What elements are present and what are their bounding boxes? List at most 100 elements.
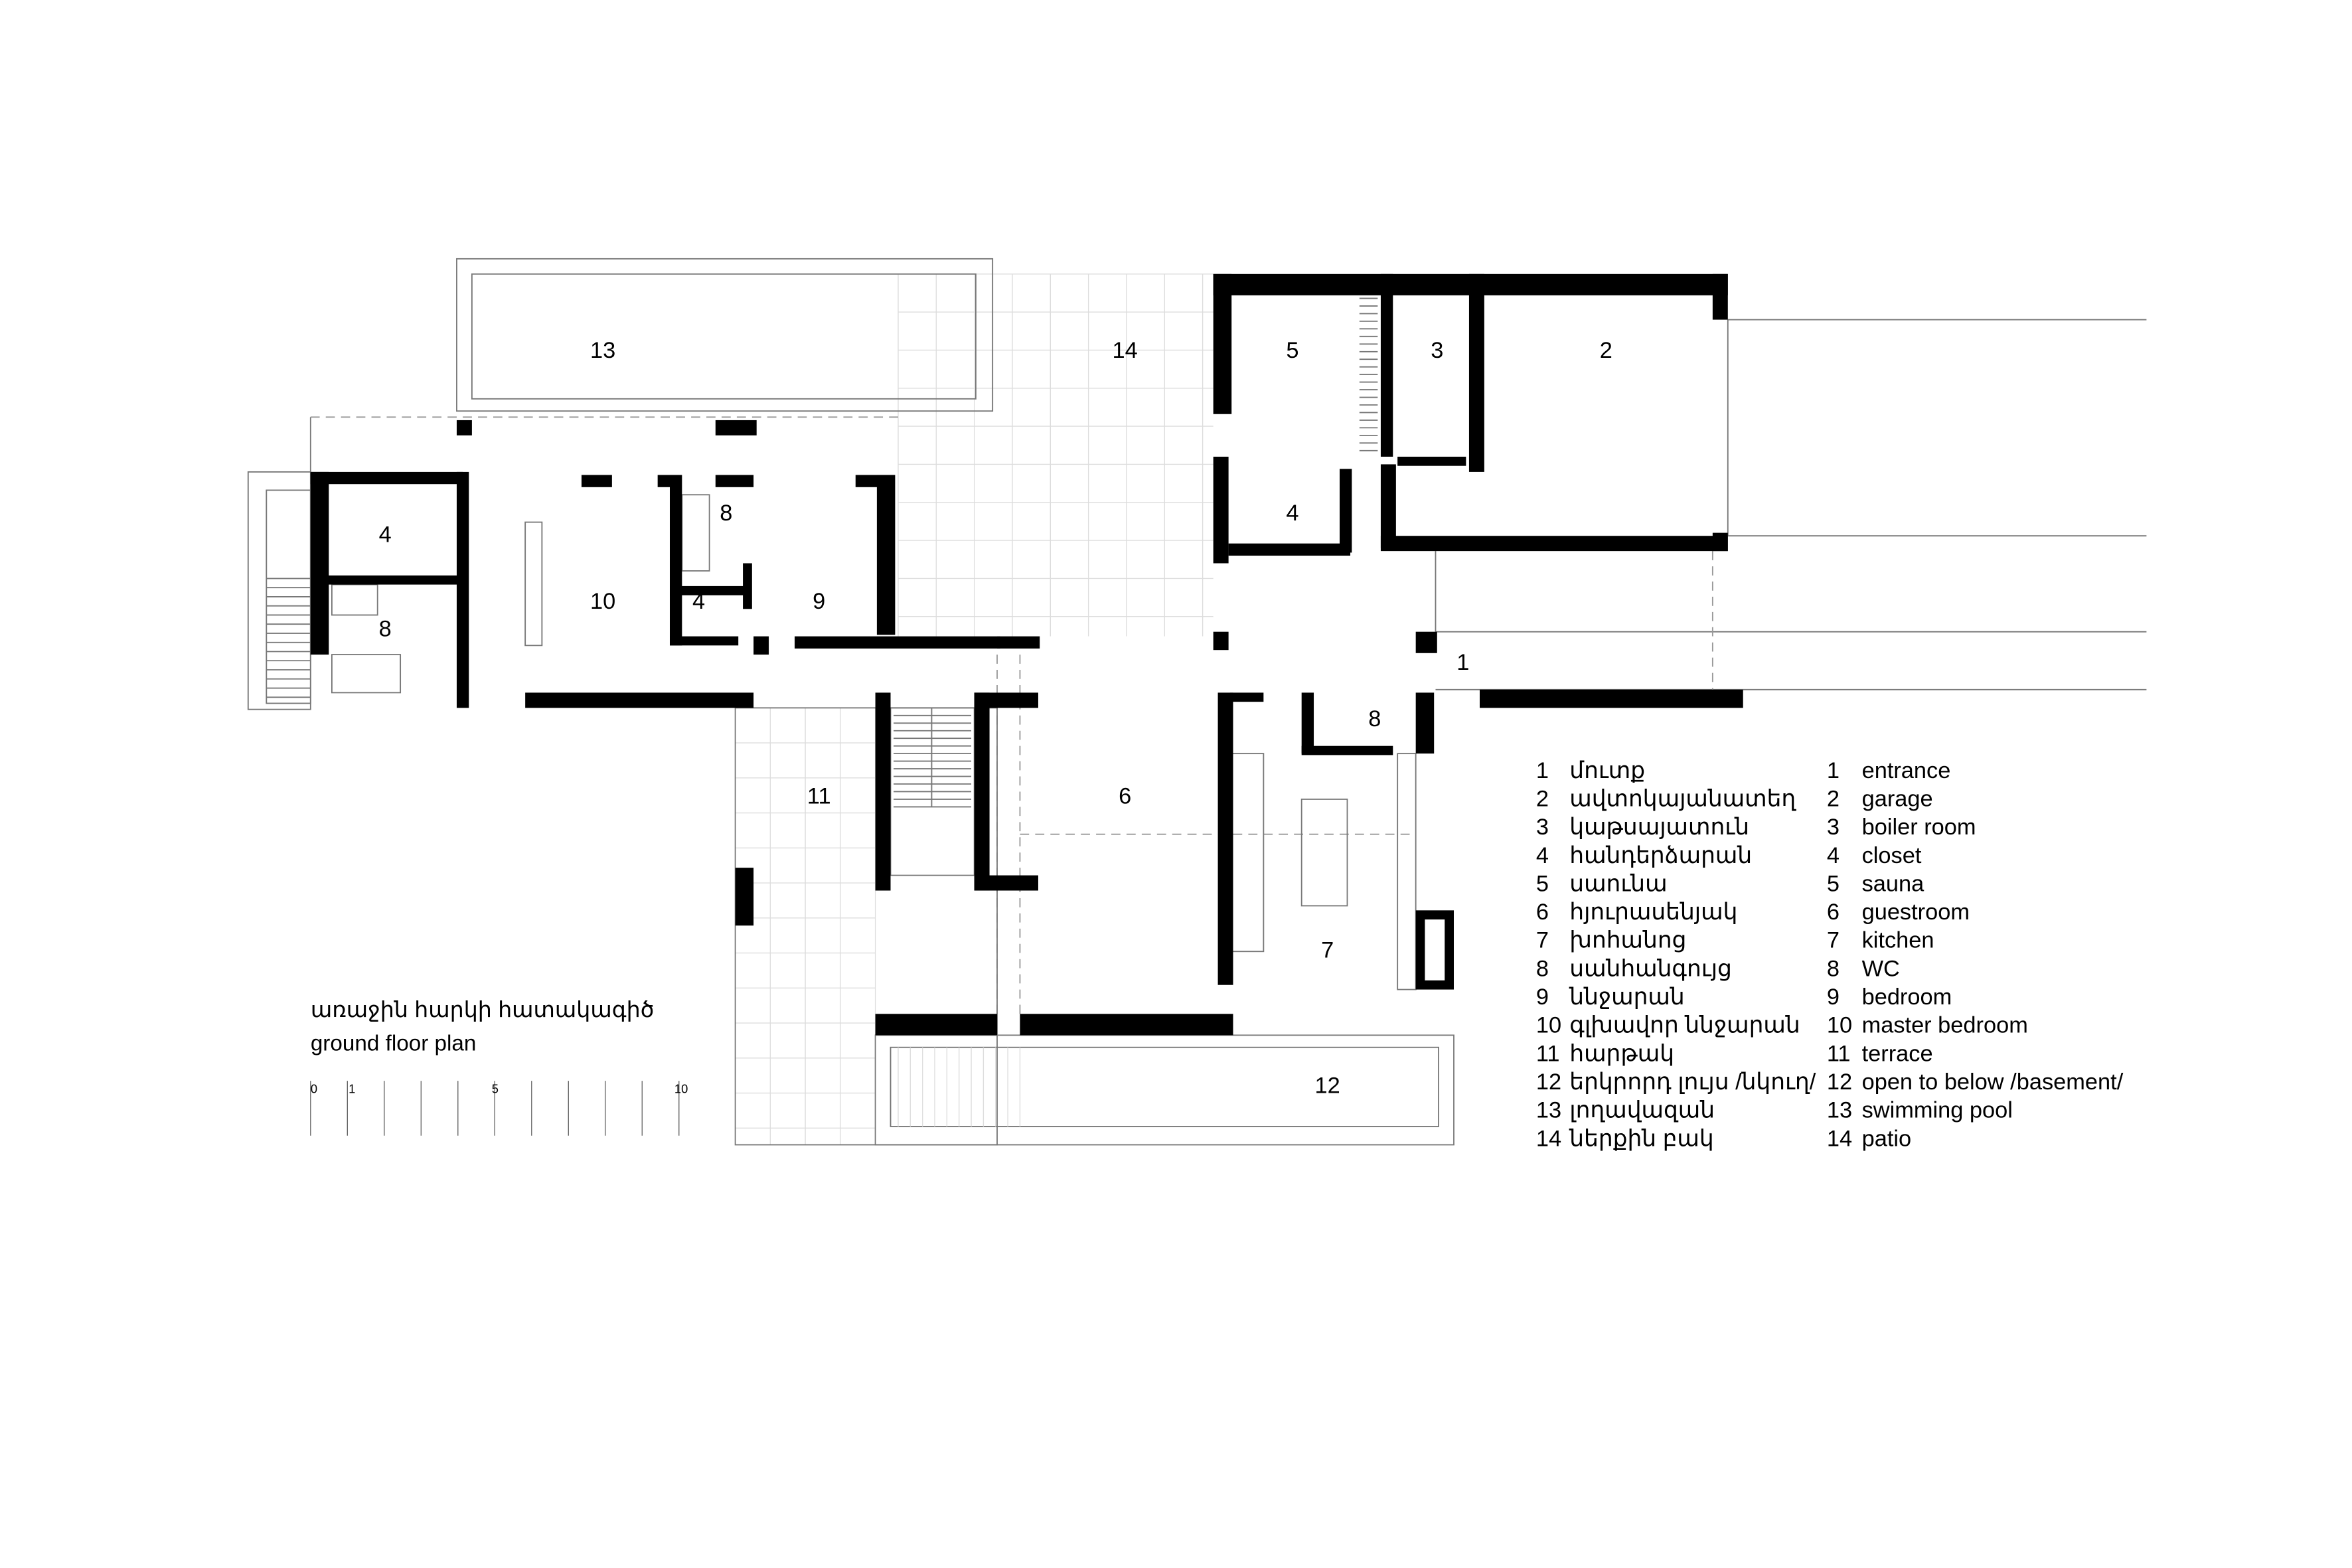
wall (1301, 745, 1393, 755)
legend-label-english: WC (1862, 956, 1900, 981)
wall (310, 471, 329, 655)
bed (524, 521, 543, 647)
left-stair (247, 471, 311, 710)
legend-number: 10 (1536, 1013, 1561, 1038)
wall (974, 692, 990, 891)
wall (1415, 631, 1437, 653)
room-label: 5 (1286, 338, 1298, 363)
wall (670, 636, 739, 646)
legend-number: 12 (1536, 1069, 1561, 1095)
wall (1340, 469, 1352, 553)
wall (1229, 692, 1264, 702)
wall (1228, 543, 1351, 556)
wall (735, 868, 754, 926)
legend-label-armenian: գլխավոր ննջարան (1569, 1013, 1800, 1038)
wall (525, 692, 754, 708)
patio-grid (898, 274, 1214, 637)
legend-number: 7 (1536, 928, 1549, 953)
legend-label-armenian: երկրորդ լույս /նկուղ/ (1569, 1069, 1816, 1095)
scale-label: 10 (674, 1082, 688, 1096)
wall (1479, 689, 1743, 708)
legend-number: 11 (1536, 1041, 1560, 1066)
legend-number: 13 (1536, 1098, 1561, 1123)
legend-label-armenian: սանհանգույց (1569, 956, 1732, 981)
wall (670, 586, 746, 595)
open-to-below-outline (874, 1034, 1454, 1146)
legend-label-armenian: սաունա (1569, 871, 1667, 896)
room-label: 8 (720, 501, 732, 526)
kitchen-island (1300, 799, 1348, 907)
pool-outline (456, 258, 994, 412)
wall (1020, 1014, 1233, 1036)
wall (1213, 456, 1229, 564)
bathtub (331, 654, 402, 694)
legend-number: 3 (1536, 815, 1549, 840)
legend-number: 6 (1536, 900, 1549, 925)
wall (974, 875, 1038, 891)
room-label: 10 (590, 589, 615, 614)
wall (325, 575, 463, 585)
wall (875, 1014, 998, 1036)
legend-label-english: open to below /basement/ (1862, 1069, 2124, 1095)
legend-label-armenian: խոհանոց (1569, 928, 1686, 953)
wall (715, 420, 757, 435)
legend-label-english: garage (1862, 786, 1933, 811)
walls (310, 274, 1743, 1036)
legend-number: 10 (1827, 1013, 1852, 1038)
legend-number: 8 (1827, 956, 1840, 981)
legend-number: 6 (1827, 900, 1840, 925)
room-label: 6 (1119, 784, 1131, 809)
legend-number: 13 (1827, 1098, 1852, 1123)
terrace-outline (734, 707, 998, 1146)
wall (582, 475, 612, 487)
sink (331, 584, 378, 616)
scale-label: 0 (311, 1082, 317, 1096)
wall (1301, 692, 1314, 754)
wall (670, 475, 682, 646)
legend-label-english: master bedroom (1862, 1013, 2028, 1038)
wall (1415, 692, 1435, 754)
room-label: 8 (379, 616, 392, 641)
wall (753, 636, 769, 655)
legend-number: 4 (1536, 843, 1549, 868)
legend-label-english: terrace (1862, 1041, 1933, 1066)
legend-label-english: closet (1862, 843, 1922, 868)
wall (1213, 631, 1229, 651)
wall (997, 636, 1040, 649)
kitchen-counter (1229, 753, 1265, 953)
pool-inner (471, 273, 977, 400)
legend-number: 11 (1827, 1041, 1851, 1066)
legend-label-armenian: հյուրասենյակ (1569, 900, 1737, 925)
scale-label: 1 (349, 1082, 355, 1096)
main-stair-treads (894, 708, 972, 808)
wall-block-void (1425, 919, 1445, 980)
wall (974, 692, 1038, 708)
room-label: 11 (807, 784, 831, 809)
kitchen-counter (1397, 753, 1417, 990)
legend-number: 2 (1827, 786, 1840, 811)
legend-label-armenian: հարթակ (1569, 1041, 1674, 1066)
plan-title-armenian: առաջին հարկի հատակագիծ (311, 998, 655, 1022)
legend-number: 5 (1536, 871, 1549, 896)
room-label: 4 (692, 589, 705, 614)
legend-label-armenian: ներքին բակ (1569, 1126, 1713, 1151)
wall (743, 563, 752, 609)
legend-label-english: sauna (1862, 871, 1925, 896)
legend-label-armenian: մուտք (1569, 758, 1645, 783)
legend-label-english: patio (1862, 1126, 1912, 1151)
wall (1380, 464, 1396, 548)
driveway-lines (1435, 319, 2147, 690)
wall (715, 475, 754, 487)
wall (1397, 456, 1466, 466)
wall (1217, 692, 1233, 985)
wall (795, 636, 1000, 649)
legend-number: 7 (1827, 928, 1840, 953)
legend-number: 2 (1536, 786, 1549, 811)
plan-title-english: ground floor plan (311, 1031, 477, 1056)
legend-number: 9 (1536, 984, 1549, 1010)
legend-label-armenian: կաթսայատուն (1569, 815, 1749, 840)
legend-number: 1 (1827, 758, 1840, 783)
room-label: 2 (1600, 338, 1612, 363)
legend-number: 14 (1536, 1126, 1561, 1151)
room-label: 7 (1321, 937, 1334, 963)
